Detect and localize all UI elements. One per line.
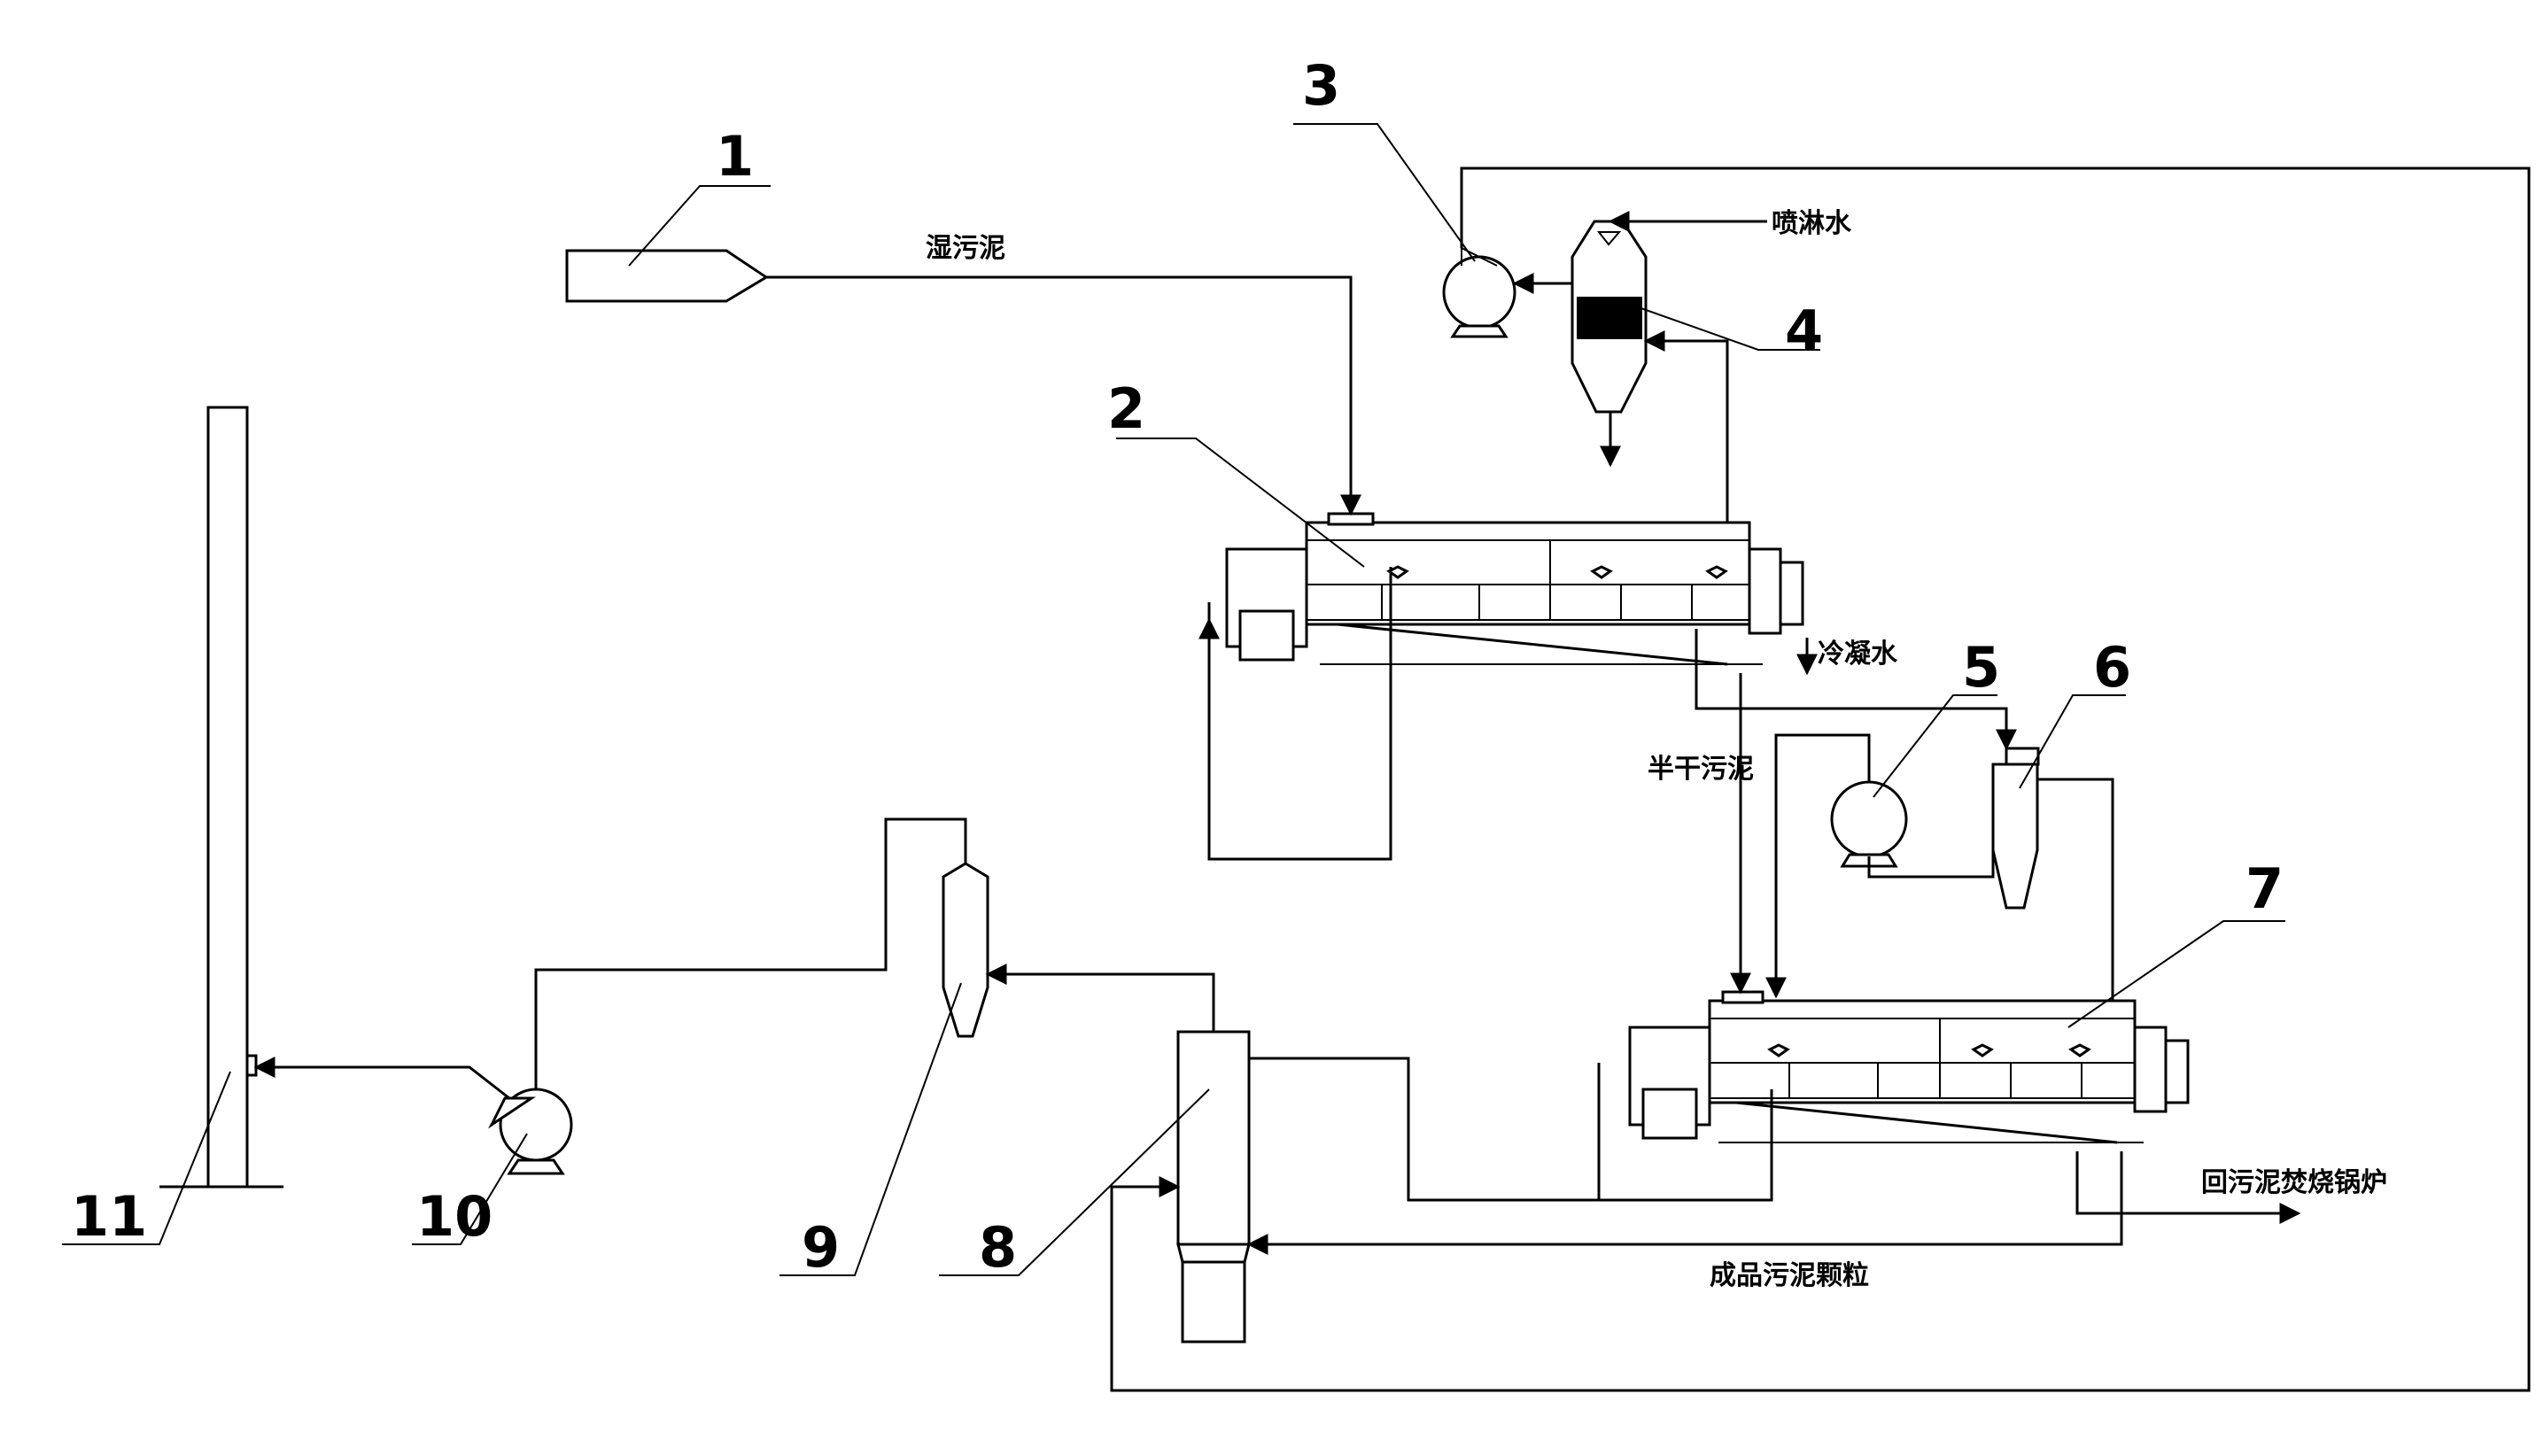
number-8: 8 xyxy=(979,1215,1017,1280)
chimney xyxy=(159,406,283,1189)
number-1: 1 xyxy=(716,124,754,189)
number-2: 2 xyxy=(1107,376,1145,441)
number-6: 6 xyxy=(2093,635,2131,700)
number-7: 7 xyxy=(2245,856,2284,921)
label-wet-sludge: 湿污泥 xyxy=(926,233,1005,264)
bag-filter-9 xyxy=(942,862,989,1038)
flow-labels: 湿污泥 喷淋水 冷凝水 半干污泥 回污泥焚烧锅炉 成品污泥颗粒 xyxy=(926,208,2387,1291)
wet-sludge-bin xyxy=(565,249,769,303)
equipment-numbers: 1 2 3 4 5 6 7 8 9 10 11 xyxy=(71,53,2284,1280)
cyclone-6 xyxy=(1991,747,2040,910)
number-4: 4 xyxy=(1785,298,1823,363)
number-3: 3 xyxy=(1302,53,1340,118)
fan-10 xyxy=(488,1088,573,1175)
number-9: 9 xyxy=(802,1215,840,1280)
label-spray-water: 喷淋水 xyxy=(1772,208,1852,239)
pipework xyxy=(253,167,2531,1392)
paddle-dryer-upper xyxy=(1225,512,1804,666)
spray-scrubber-4 xyxy=(1571,220,1648,414)
label-semi-dry-sludge: 半干污泥 xyxy=(1648,754,1754,785)
leader-lines xyxy=(62,123,2285,1276)
fan-3 xyxy=(1442,246,1516,338)
number-5: 5 xyxy=(1962,635,2000,700)
number-10: 10 xyxy=(416,1184,493,1249)
fan-5 xyxy=(1830,780,1908,868)
number-11: 11 xyxy=(71,1184,147,1249)
label-to-boiler: 回污泥焚烧锅炉 xyxy=(2201,1167,2387,1198)
cooler-8 xyxy=(1176,1030,1251,1344)
paddle-dryer-lower xyxy=(1628,990,2190,1144)
label-condensate: 冷凝水 xyxy=(1818,639,1898,670)
label-product-granules: 成品污泥颗粒 xyxy=(1710,1260,1869,1291)
